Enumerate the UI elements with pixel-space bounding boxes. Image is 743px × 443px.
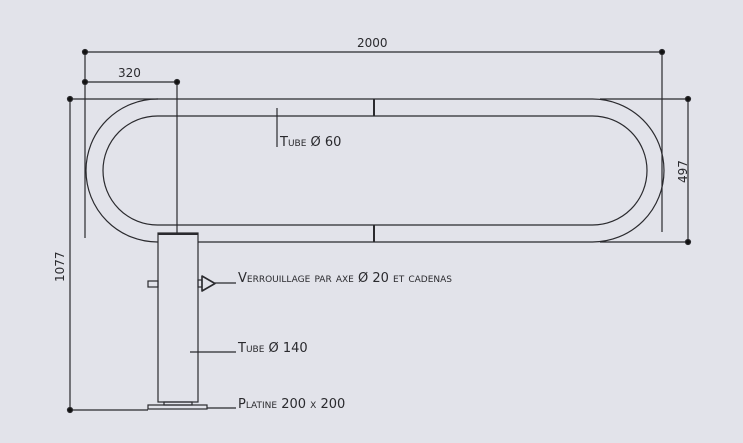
label-locking: Verrouillage par axe Ø 20 et cadenas — [238, 271, 452, 286]
base-plate — [147, 404, 208, 410]
dimension-497 — [600, 95, 692, 246]
label-tube-60: Tube Ø 60 — [280, 135, 342, 150]
label-tube-140: Tube Ø 140 — [238, 341, 308, 356]
locking-pin — [147, 275, 216, 292]
dimension-label-1077: 1077 — [53, 251, 67, 282]
dimension-2000 — [81, 48, 666, 238]
post — [157, 232, 199, 406]
leader-lines — [190, 108, 278, 409]
dimension-label-320: 320 — [118, 66, 141, 80]
dimension-320 — [81, 78, 181, 233]
dimension-label-497: 497 — [676, 160, 690, 183]
label-plate: Platine 200 x 200 — [238, 397, 346, 412]
dimension-1077 — [66, 95, 158, 414]
loop-tube — [85, 98, 665, 243]
dimension-label-2000: 2000 — [357, 36, 388, 50]
